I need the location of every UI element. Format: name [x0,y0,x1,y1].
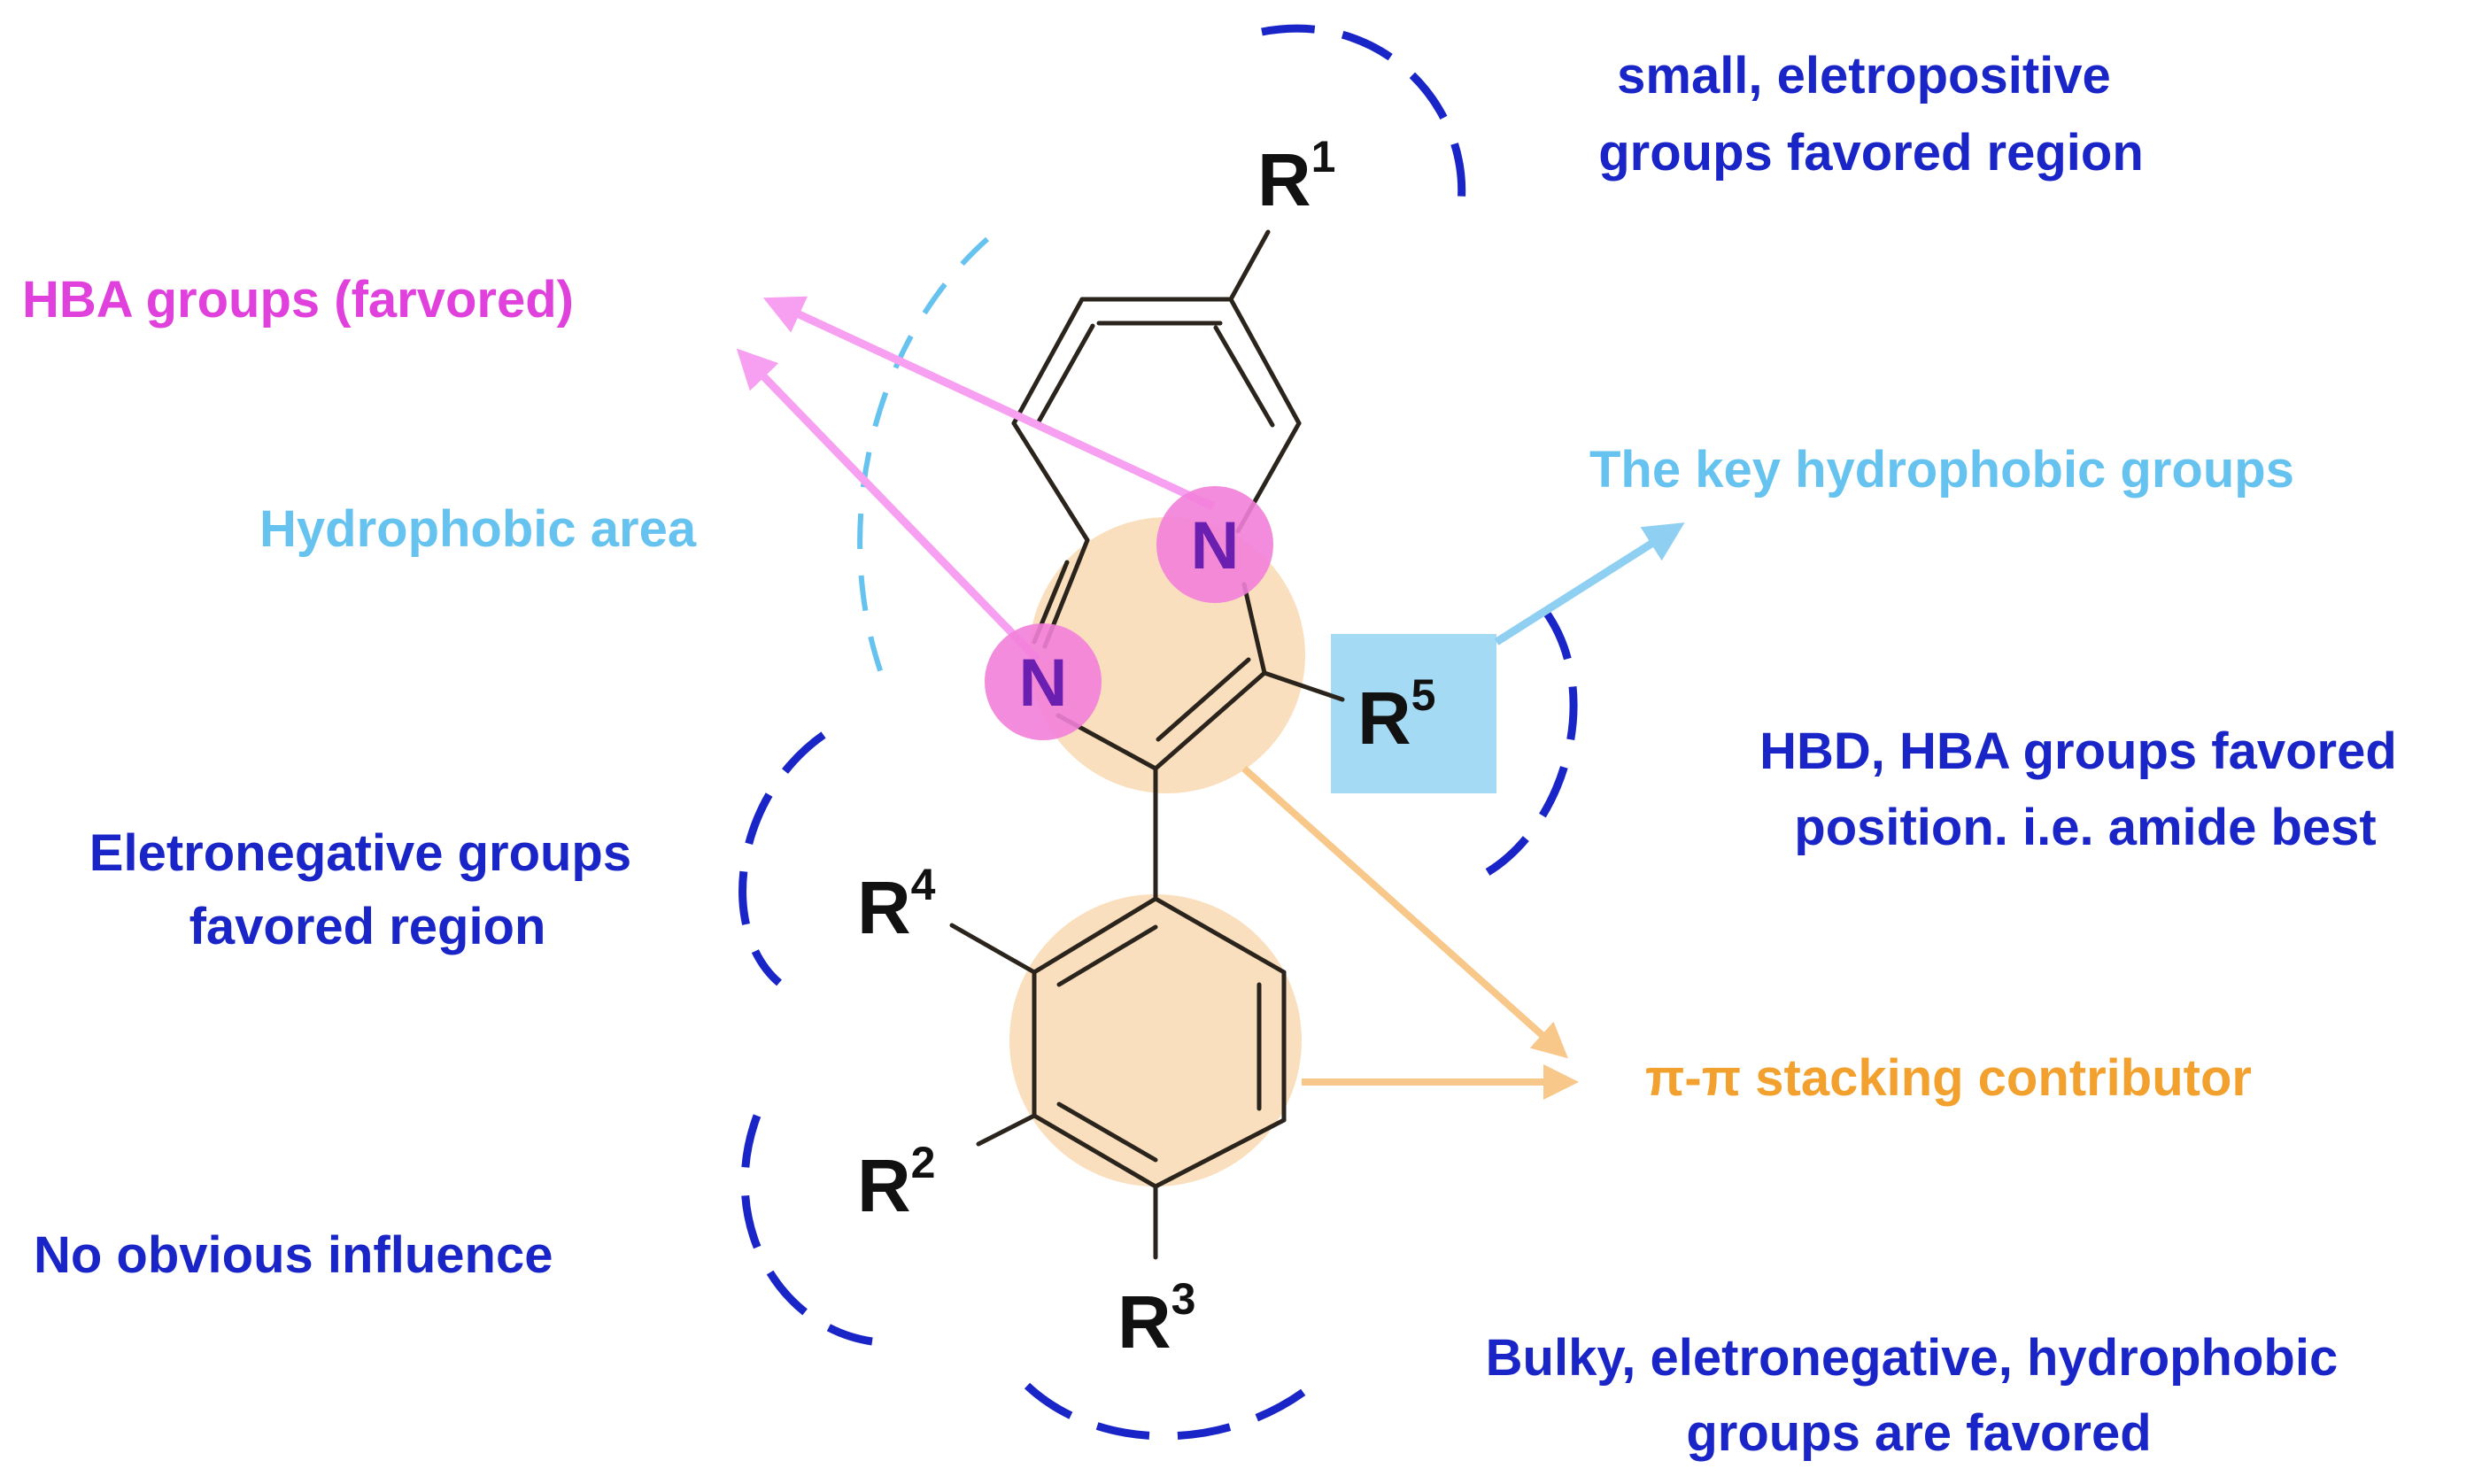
small-electropositive-annotation: small, eletropositive groups favored reg… [1598,47,2144,182]
r5-region-arc [1485,608,1578,876]
r1-label: R1 [1257,132,1335,221]
no-influence-annotation: No obvious influence [34,1226,553,1284]
r5-highlight-box [1331,634,1496,793]
r2-bond [976,1113,1037,1147]
electronegative-region-arc [738,731,826,986]
r4-label: R4 [857,860,936,949]
benzene-ring-bonds [1032,896,1287,1189]
r4-bond [949,923,1037,975]
electronegative-line-2: favored region [189,898,546,955]
r2-label: R2 [857,1138,935,1227]
imidazole-ring-bonds [1032,537,1267,771]
r2-symbol: R [857,1144,911,1227]
hba-arrow-lower [736,348,1041,663]
r1-symbol: R [1257,138,1311,221]
r4-symbol: R [857,866,911,949]
r5-symbol: R [1357,676,1411,760]
no-influence-region-arc [740,1114,873,1346]
bulky-region-arc [1024,1382,1309,1441]
electronegative-annotation: Eletronegative groups favored region [89,824,646,955]
r3-label: R3 [1117,1274,1195,1364]
small-electropositive-region-arc [1261,24,1466,205]
bulky-line-2: groups are favored [1686,1404,2151,1462]
r1-bond [1228,229,1271,302]
n2-highlight [985,623,1102,740]
bulky-annotation: Bulky, eletronegative, hydrophobic group… [1486,1329,2353,1462]
key-hydrophobic-arrow [1494,522,1685,645]
hydrophobic-area-annotation: Hydrophobic area [259,500,697,558]
small-electropositive-line-2: groups favored region [1598,124,2144,182]
key-hydrophobic-annotation: The key hydrophobic groups [1589,441,2294,499]
phenyl-highlight [1009,894,1302,1186]
hba-favored-annotation: HBA groups (farvored) [22,271,574,328]
r5-bond [1262,670,1345,702]
electronegative-line-1: Eletronegative groups [89,824,631,882]
pi-stacking-arrow-upper [1241,766,1568,1059]
nitrogen-1-label: N [1191,508,1240,584]
bulky-line-1: Bulky, eletronegative, hydrophobic [1486,1329,2339,1387]
pi-stacking-annotation: π-π stacking contributor [1645,1049,2252,1107]
r4-superscript: 4 [911,860,936,909]
r3-superscript: 3 [1171,1274,1196,1324]
r5-superscript: 5 [1411,670,1436,720]
small-electropositive-line-1: small, eletropositive [1617,47,2111,104]
r5-label: R5 [1357,670,1435,760]
r3-symbol: R [1117,1280,1171,1364]
r2-superscript: 2 [911,1138,936,1187]
hbd-hba-line-2: position. i.e. amide best [1794,799,2376,856]
n1-highlight [1156,486,1273,603]
hbd-hba-annotation: HBD, HBA groups favored position. i.e. a… [1759,723,2411,856]
hbd-hba-line-1: HBD, HBA groups favored [1759,723,2397,780]
hydrophobic-area-arc [857,236,989,674]
nitrogen-2-label: N [1019,645,1068,721]
hba-arrow-upper [762,296,1215,511]
r1-superscript: 1 [1311,132,1336,182]
